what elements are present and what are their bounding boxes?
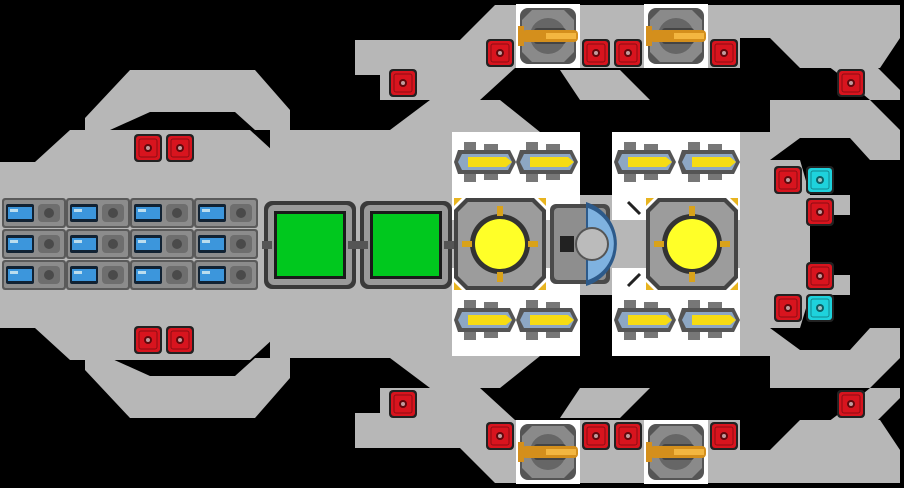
red-block[interactable] <box>581 38 611 68</box>
red-block[interactable] <box>133 325 163 355</box>
red-block[interactable] <box>805 197 835 227</box>
red-block[interactable] <box>165 133 195 163</box>
red-block[interactable] <box>485 421 515 451</box>
thruster-yellow[interactable] <box>516 142 578 182</box>
cockpit[interactable] <box>548 198 644 290</box>
cyan-block[interactable] <box>805 165 835 195</box>
red-block[interactable] <box>709 38 739 68</box>
thruster-yellow[interactable] <box>516 300 578 340</box>
red-block[interactable] <box>133 133 163 163</box>
red-block[interactable] <box>388 389 418 419</box>
hull-lower-strut <box>560 388 650 418</box>
red-block[interactable] <box>613 421 643 451</box>
thruster-yellow[interactable] <box>614 300 676 340</box>
thruster-yellow[interactable] <box>454 142 516 182</box>
hull-upper-band <box>0 162 455 195</box>
red-block[interactable] <box>709 421 739 451</box>
turret-orange[interactable] <box>644 4 708 68</box>
turret-orange[interactable] <box>644 420 708 484</box>
hull-upper-inner-rail <box>455 100 900 160</box>
red-block[interactable] <box>773 165 803 195</box>
hull-lower-arm <box>85 358 290 418</box>
red-block[interactable] <box>165 325 195 355</box>
red-block[interactable] <box>388 68 418 98</box>
turret-orange[interactable] <box>516 420 580 484</box>
battery-cell[interactable] <box>2 260 66 290</box>
red-block[interactable] <box>836 68 866 98</box>
turret-orange[interactable] <box>516 4 580 68</box>
battery-cell[interactable] <box>130 260 194 290</box>
red-block[interactable] <box>485 38 515 68</box>
battery-cell[interactable] <box>194 260 258 290</box>
battery-cell[interactable] <box>194 198 258 228</box>
hull-upper-neck <box>270 100 455 162</box>
red-block[interactable] <box>581 421 611 451</box>
green-tank[interactable] <box>262 199 358 291</box>
reactor[interactable] <box>452 196 548 292</box>
battery-cell[interactable] <box>130 229 194 259</box>
thruster-yellow[interactable] <box>614 142 676 182</box>
battery-cell[interactable] <box>2 229 66 259</box>
thruster-yellow[interactable] <box>678 300 740 340</box>
battery-cell[interactable] <box>66 198 130 228</box>
green-tank[interactable] <box>358 199 454 291</box>
red-block[interactable] <box>773 293 803 323</box>
red-block[interactable] <box>805 261 835 291</box>
battery-cell[interactable] <box>194 229 258 259</box>
hull-lower-band <box>0 295 455 328</box>
red-block[interactable] <box>613 38 643 68</box>
hull-upper-strut <box>560 70 650 100</box>
battery-cell[interactable] <box>66 260 130 290</box>
hull-lower-inner-rail <box>455 328 900 388</box>
battery-cell[interactable] <box>130 198 194 228</box>
hull-lower-neck <box>270 328 455 388</box>
thruster-yellow[interactable] <box>678 142 740 182</box>
cyan-block[interactable] <box>805 293 835 323</box>
battery-cell[interactable] <box>2 198 66 228</box>
hull-upper-arm <box>85 70 290 130</box>
battery-cell[interactable] <box>66 229 130 259</box>
reactor[interactable] <box>644 196 740 292</box>
thruster-yellow[interactable] <box>454 300 516 340</box>
red-block[interactable] <box>836 389 866 419</box>
